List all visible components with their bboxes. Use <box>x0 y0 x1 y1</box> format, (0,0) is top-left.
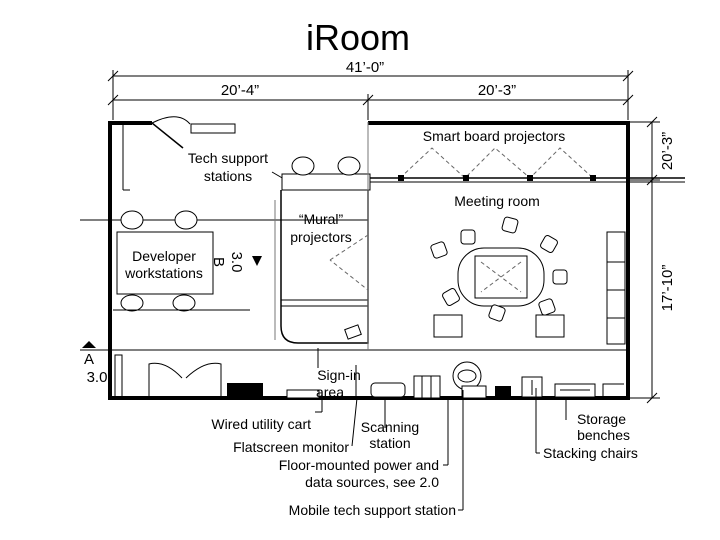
section-marker-b <box>252 256 262 266</box>
developer-label-2: workstations <box>124 265 203 281</box>
developer-label-1: Developer <box>132 248 196 264</box>
outer-walls <box>108 121 630 400</box>
overall-width-label: 41’-0” <box>346 59 384 76</box>
mobile-tech-label: Mobile tech support station <box>289 502 456 518</box>
mural-projector-area <box>274 190 369 344</box>
smart-board-projector-cones <box>398 147 596 181</box>
callout-leaders <box>315 388 567 511</box>
scanning-label-2: station <box>369 435 410 451</box>
flatscreen-monitor <box>227 383 263 397</box>
section-marker-a <box>82 341 96 348</box>
wired-cart-label: Wired utility cart <box>211 416 311 432</box>
stacking-chairs-label: Stacking chairs <box>543 445 638 461</box>
storage-label-1: Storage <box>577 411 626 427</box>
split-dimension <box>107 94 634 120</box>
floor-power-label-1: Floor-mounted power and <box>279 457 439 473</box>
sign-in-label-1: Sign-in <box>317 367 361 383</box>
tech-support-label-1: Tech support <box>188 150 268 166</box>
floor-power-label-2: data sources, see 2.0 <box>305 474 439 490</box>
section-b-letter: B <box>210 257 227 267</box>
plan-title: iRoom <box>306 17 410 58</box>
flatscreen-label: Flatscreen monitor <box>233 439 349 455</box>
mural-label-1: “Mural” <box>299 211 344 227</box>
entry-door <box>151 116 191 149</box>
left-width-label: 20’-4” <box>221 82 259 99</box>
section-b-value: 3.0 <box>228 252 245 273</box>
overall-dimension <box>107 70 634 120</box>
developer-workstations <box>113 210 250 312</box>
wired-cart <box>286 389 320 399</box>
scanning-label-1: Scanning <box>361 419 419 435</box>
vertical-dimension <box>630 116 660 404</box>
storage-benches-wall <box>606 231 626 345</box>
tech-support-desk <box>281 156 371 191</box>
right-height-dimension: 17’-10” <box>659 265 676 312</box>
tech-support-label-2: stations <box>204 168 252 184</box>
section-a-value: 3.0 <box>87 369 108 386</box>
right-width-label: 20’-3” <box>478 82 516 99</box>
sign-in-label-2: area <box>316 384 344 400</box>
right-top-dimension: 20’-3” <box>659 132 676 170</box>
meeting-chairs <box>430 216 568 338</box>
mural-label-2: projectors <box>290 229 351 245</box>
scanning-station <box>370 382 406 398</box>
smart-board-label: Smart board projectors <box>423 128 565 144</box>
storage-label-2: benches <box>577 427 630 443</box>
section-a-letter: A <box>84 351 94 368</box>
bottom-fixtures <box>114 354 624 399</box>
meeting-room-label: Meeting room <box>454 193 540 209</box>
meeting-table <box>457 247 545 307</box>
